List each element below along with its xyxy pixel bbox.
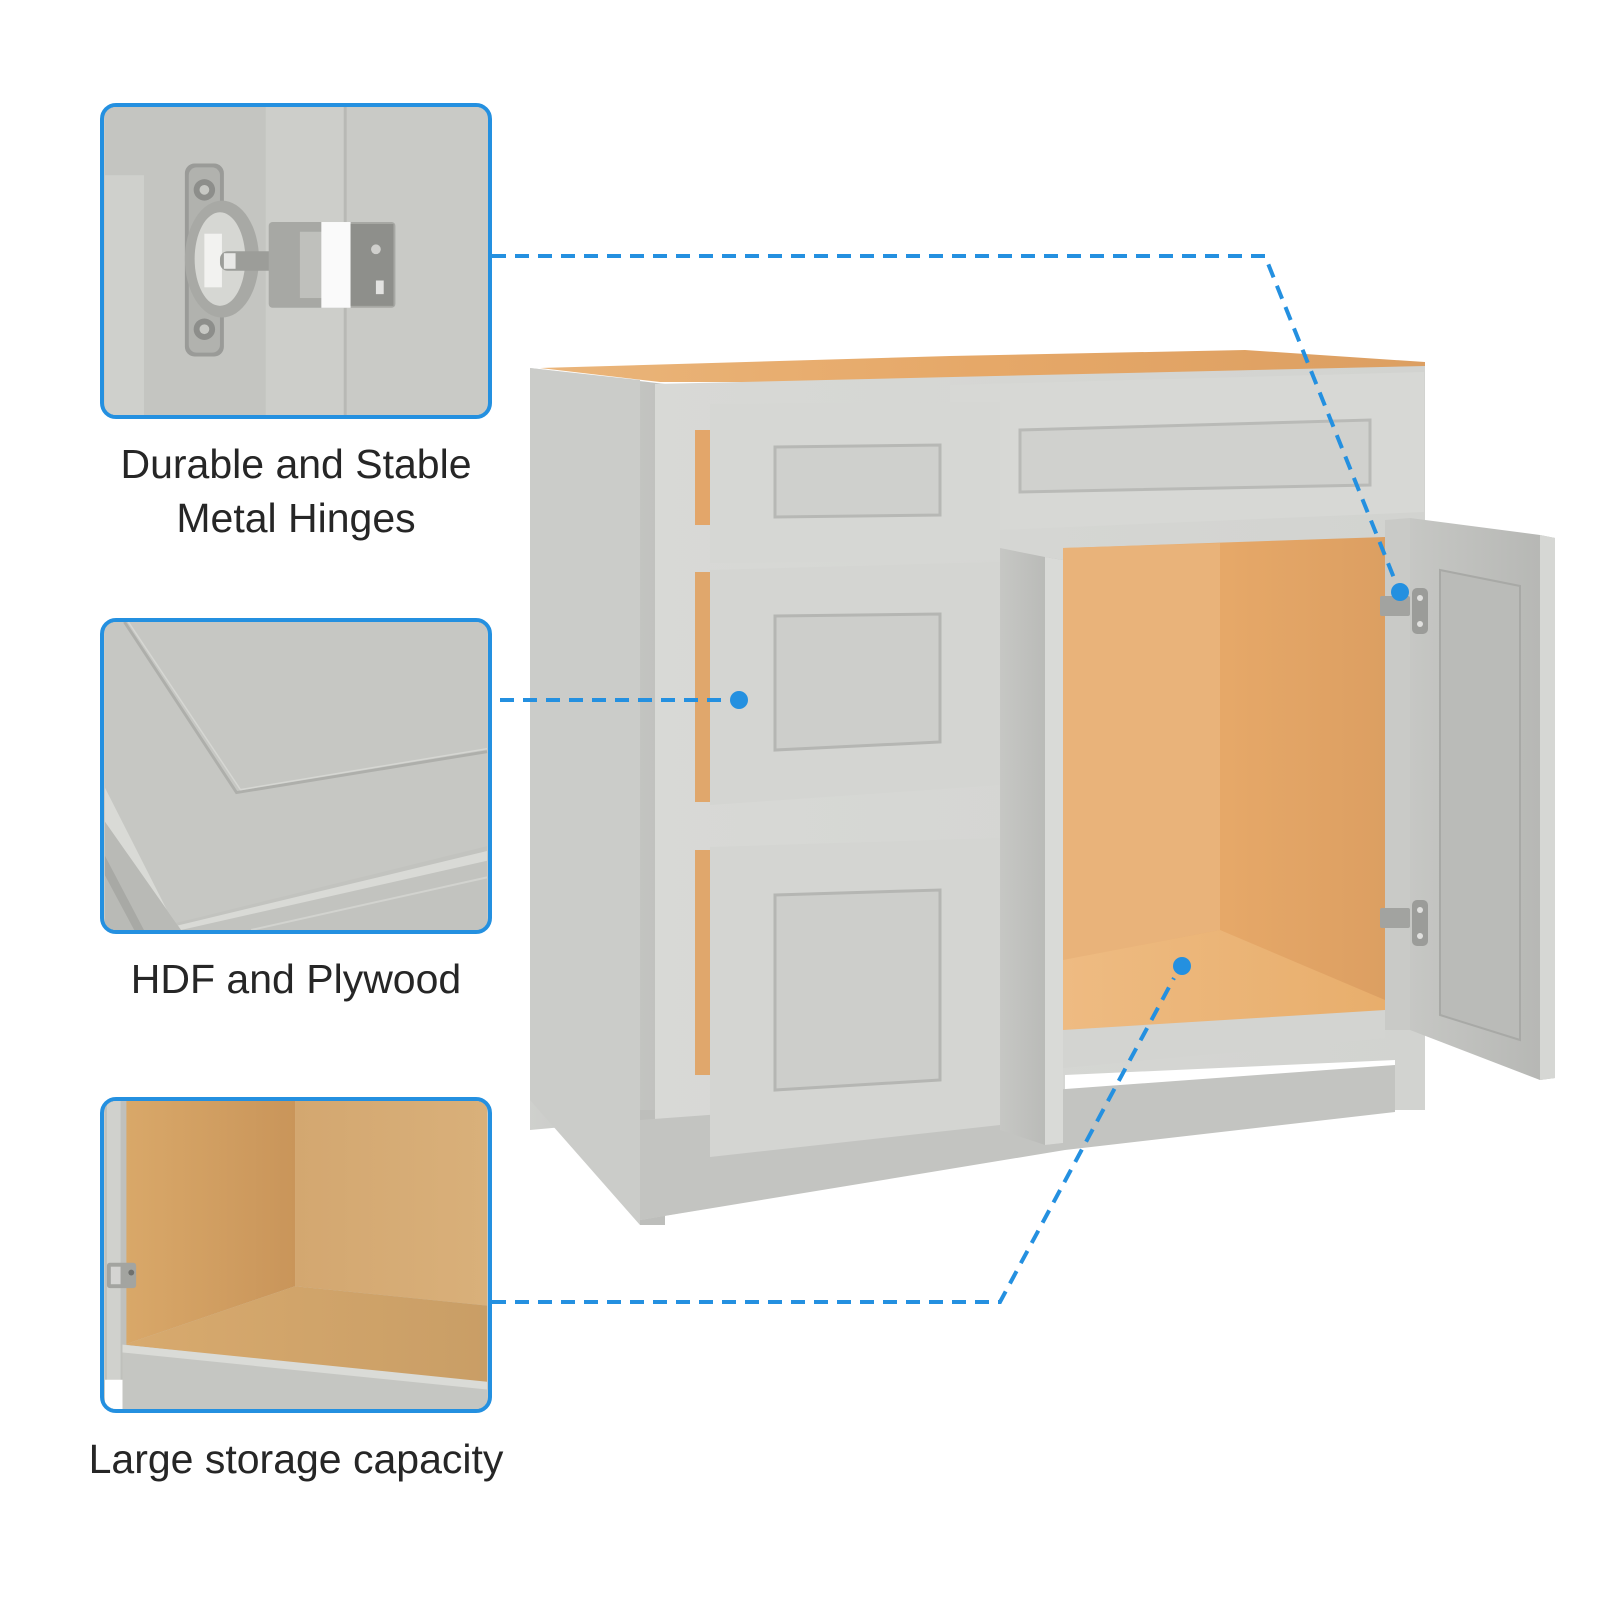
storage-caption-line1: Large storage capacity [88,1436,504,1482]
cabinet-interior-image [104,1101,488,1409]
hinge-caption-line2: Metal Hinges [176,495,416,541]
hinge-feature-caption: Durable and Stable Metal Hinges [60,437,532,545]
material-caption-line1: HDF and Plywood [130,956,462,1002]
top-right-drawer-front [950,372,1424,530]
cabinet-interior [1063,537,1385,1068]
hinge-leader-line [492,254,1409,601]
material-feature-panel [100,618,492,934]
middle-drawer [710,562,1000,805]
cabinet-top-opening [540,350,1425,382]
hinge-feature-panel [100,103,492,419]
right-door-open [1380,518,1555,1080]
storage-feature-caption: Large storage capacity [40,1432,552,1486]
metal-hinge-image [104,107,488,415]
storage-marker-dot [1173,957,1191,975]
lower-hinge-icon [1380,900,1428,946]
toe-kick [640,1065,1395,1220]
bottom-drawer [710,838,1000,1157]
storage-leader-line [492,957,1191,1304]
left-door-open [1000,548,1063,1145]
upper-hinge-icon [1380,588,1428,634]
material-leader-line [500,691,748,709]
material-feature-caption: HDF and Plywood [60,952,532,1006]
shaker-panel-image [104,622,488,930]
cabinet-left-side [530,368,665,1225]
material-marker-dot [730,691,748,709]
hinge-caption-line1: Durable and Stable [120,441,472,487]
hinge-marker-dot [1391,583,1409,601]
top-left-drawer [710,402,1000,563]
storage-feature-panel [100,1097,492,1413]
cabinet-face-frame [640,366,1425,1220]
